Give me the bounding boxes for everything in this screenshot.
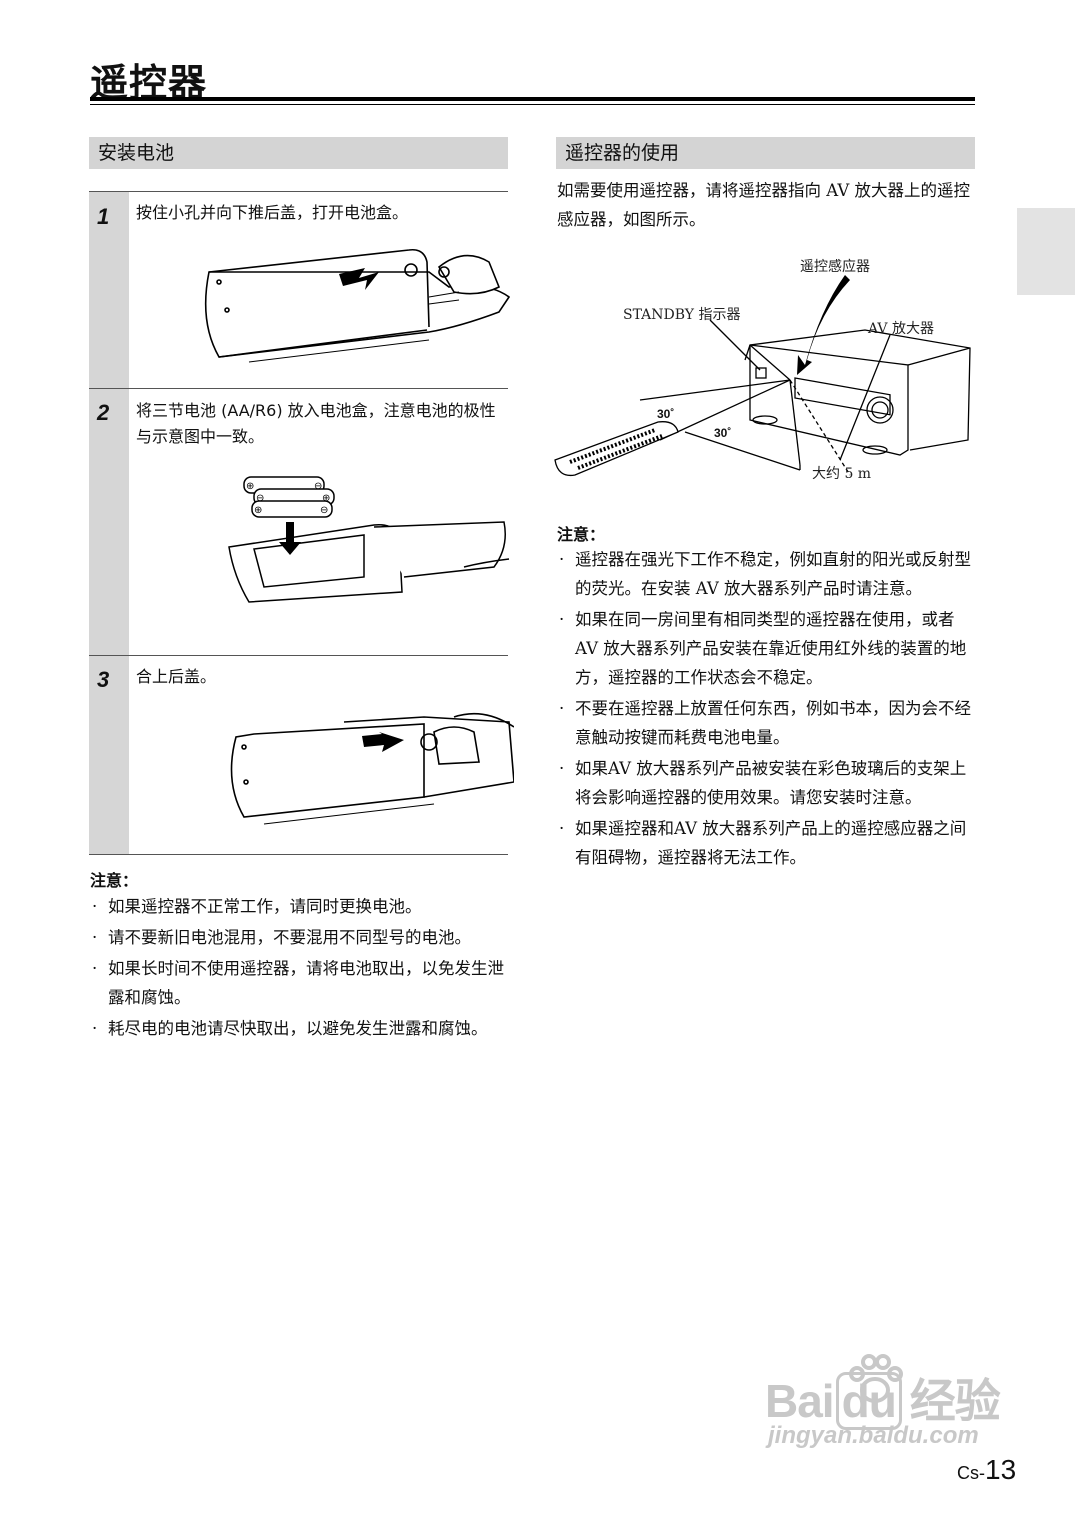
note-item: 请不要新旧电池混用，不要混用不同型号的电池。 [90, 923, 508, 952]
usage-section-heading: 遥控器的使用 [556, 137, 975, 169]
note-item: 如果长时间不使用遥控器，请将电池取出，以免发生泄露和腐蚀。 [90, 954, 508, 1012]
page-number-value: 13 [985, 1454, 1017, 1485]
distance-label: 大约 5 m [812, 466, 872, 482]
close-cover-illustration [230, 712, 514, 825]
step-number: 1 [97, 204, 110, 229]
angle-right-label: 30˚ [714, 426, 732, 440]
watermark-url: jingyan.baidu.com [768, 1422, 979, 1449]
usage-intro: 如需要使用遥控器，请将遥控器指向 AV 放大器上的遥控感应器，如图所示。 [557, 181, 970, 229]
steps-bottom-rule [89, 854, 508, 855]
watermark-cn: 经验 [909, 1374, 1001, 1428]
right-notes-list: 遥控器在强光下工作不稳定，例如直射的阳光或反射型的荧光。在安装 AV 放大器系列… [557, 545, 975, 874]
note-item: 不要在遥控器上放置任何东西，例如书本，因为会不经意触动按键而耗费电池电量。 [557, 694, 975, 752]
left-notes-title: 注意： [90, 871, 139, 890]
svg-text:⊖: ⊖ [314, 481, 322, 492]
svg-text:⊕: ⊕ [246, 481, 254, 492]
page-prefix: Cs- [957, 1463, 985, 1483]
step-divider [89, 655, 508, 656]
step-text: 按住小孔并向下推后盖，打开电池盒。 [136, 203, 409, 222]
svg-text:⊕: ⊕ [322, 493, 330, 504]
remote-range-diagram: 遥控感应器 STANDBY 指示器 AV 放大器 30˚ 30˚ 大约 5 m [550, 250, 975, 490]
step-divider [89, 388, 508, 389]
title-rule [90, 97, 975, 101]
step-number: 2 [97, 400, 110, 425]
open-cover-illustration [204, 248, 511, 363]
left-notes-list: 如果遥控器不正常工作，请同时更换电池。 请不要新旧电池混用，不要混用不同型号的电… [90, 892, 508, 1045]
battery-section-heading: 安装电池 [89, 137, 508, 169]
sensor-label: 遥控感应器 [800, 259, 870, 275]
note-item: 如果AV 放大器系列产品被安装在彩色玻璃后的支架上将会影响遥控器的使用效果。请您… [557, 754, 975, 812]
range-diagram-graphic [554, 275, 971, 477]
note-item: 如果遥控器不正常工作，请同时更换电池。 [90, 892, 508, 921]
watermark-brand: Bai [765, 1375, 835, 1427]
note-item: 遥控器在强光下工作不稳定，例如直射的阳光或反射型的荧光。在安装 AV 放大器系列… [557, 545, 975, 603]
svg-text:⊕: ⊕ [254, 505, 262, 516]
standby-label: STANDBY 指示器 [623, 307, 741, 323]
section-tab [1017, 208, 1075, 295]
step-number: 3 [97, 667, 110, 692]
right-notes-title: 注意： [557, 525, 606, 544]
title-rule-thin [90, 104, 975, 105]
insert-batteries-illustration: ⊕⊖ ⊖⊕ ⊕⊖ [228, 476, 510, 603]
battery-steps: 1 按住小孔并向下推后盖，打开电池盒。 2 将三节电池 (AA/R6) 放入电池… [89, 191, 514, 855]
note-item: 如果遥控器和AV 放大器系列产品上的遥控感应器之间有阻碍物，遥控器将无法工作。 [557, 814, 975, 872]
page-number: Cs-13 [957, 1454, 1016, 1486]
step-number-column [89, 192, 129, 855]
angle-left-label: 30˚ [657, 407, 675, 421]
amp-label: AV 放大器 [868, 321, 934, 337]
step-text: 将三节电池 (AA/R6) 放入电池盒，注意电池的极性与示意图中一致。 [136, 401, 496, 446]
paw-icon [849, 1354, 903, 1403]
note-item: 耗尽电的电池请尽快取出，以避免发生泄露和腐蚀。 [90, 1014, 508, 1043]
svg-text:⊖: ⊖ [320, 505, 328, 516]
svg-text:⊖: ⊖ [256, 493, 264, 504]
note-item: 如果在同一房间里有相同类型的遥控器在使用，或者 AV 放大器系列产品安装在靠近使… [557, 605, 975, 692]
step-text: 合上后盖。 [136, 667, 217, 686]
